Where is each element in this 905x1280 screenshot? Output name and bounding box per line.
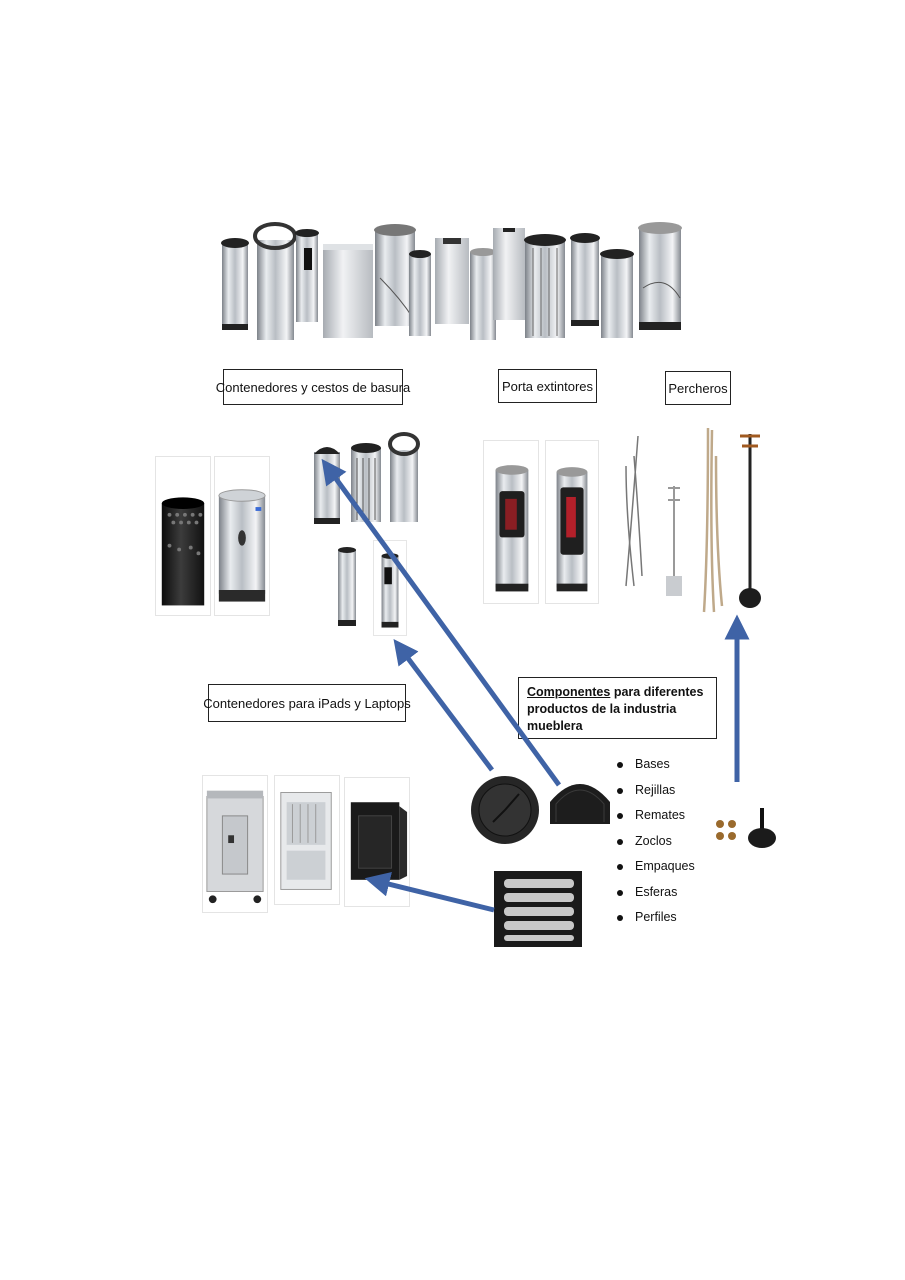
slotted-bin-image [345, 430, 385, 526]
components-list: Bases Rejillas Remates Zoclos Empaques E… [615, 752, 695, 931]
components-title-box: Componentes para diferentes productos de… [518, 677, 717, 739]
list-item: Empaques [615, 854, 695, 880]
arrow-base-to-ashtray-bin [393, 639, 494, 772]
extinguisher-holder-1-image [483, 440, 539, 604]
narrow-bin-image [330, 540, 364, 632]
ashtray-bin-image [373, 540, 407, 636]
list-item: Zoclos [615, 829, 695, 855]
half-round-part-image [546, 772, 614, 828]
components-title-rest: para diferentes [610, 685, 704, 699]
knobs-base-part-image [712, 800, 780, 852]
profiles-part-image [494, 871, 582, 947]
components-title-line2: productos de la industria mueblera [527, 702, 677, 733]
list-item: Rejillas [615, 778, 695, 804]
steel-open-bin-image [214, 456, 270, 616]
oval-top-bin-image [385, 430, 421, 526]
swing-lid-bin-image [307, 430, 345, 526]
black-perforated-bin-image [155, 456, 211, 616]
extinguisher-holder-2-image [545, 440, 599, 604]
list-item: Remates [615, 803, 695, 829]
list-item: Esferas [615, 880, 695, 906]
list-item: Bases [615, 752, 695, 778]
extinguisher-label: Porta extintores [498, 369, 597, 403]
laptop-cabinet-open-image [274, 775, 340, 905]
coat-racks-label: Percheros [665, 371, 731, 405]
laptops-label: Contenedores para iPads y Laptops [203, 684, 411, 722]
bins-label: Contenedores y cestos de basura [216, 369, 410, 405]
components-title-underlined: Componentes [527, 685, 611, 699]
laptop-cart-image [202, 775, 268, 913]
coat-racks-image [625, 427, 761, 613]
list-item: Perfiles [615, 905, 695, 931]
trash-bins-lineup-image [221, 222, 682, 340]
round-base-part-image [463, 770, 544, 850]
laptop-safe-image [344, 777, 410, 907]
